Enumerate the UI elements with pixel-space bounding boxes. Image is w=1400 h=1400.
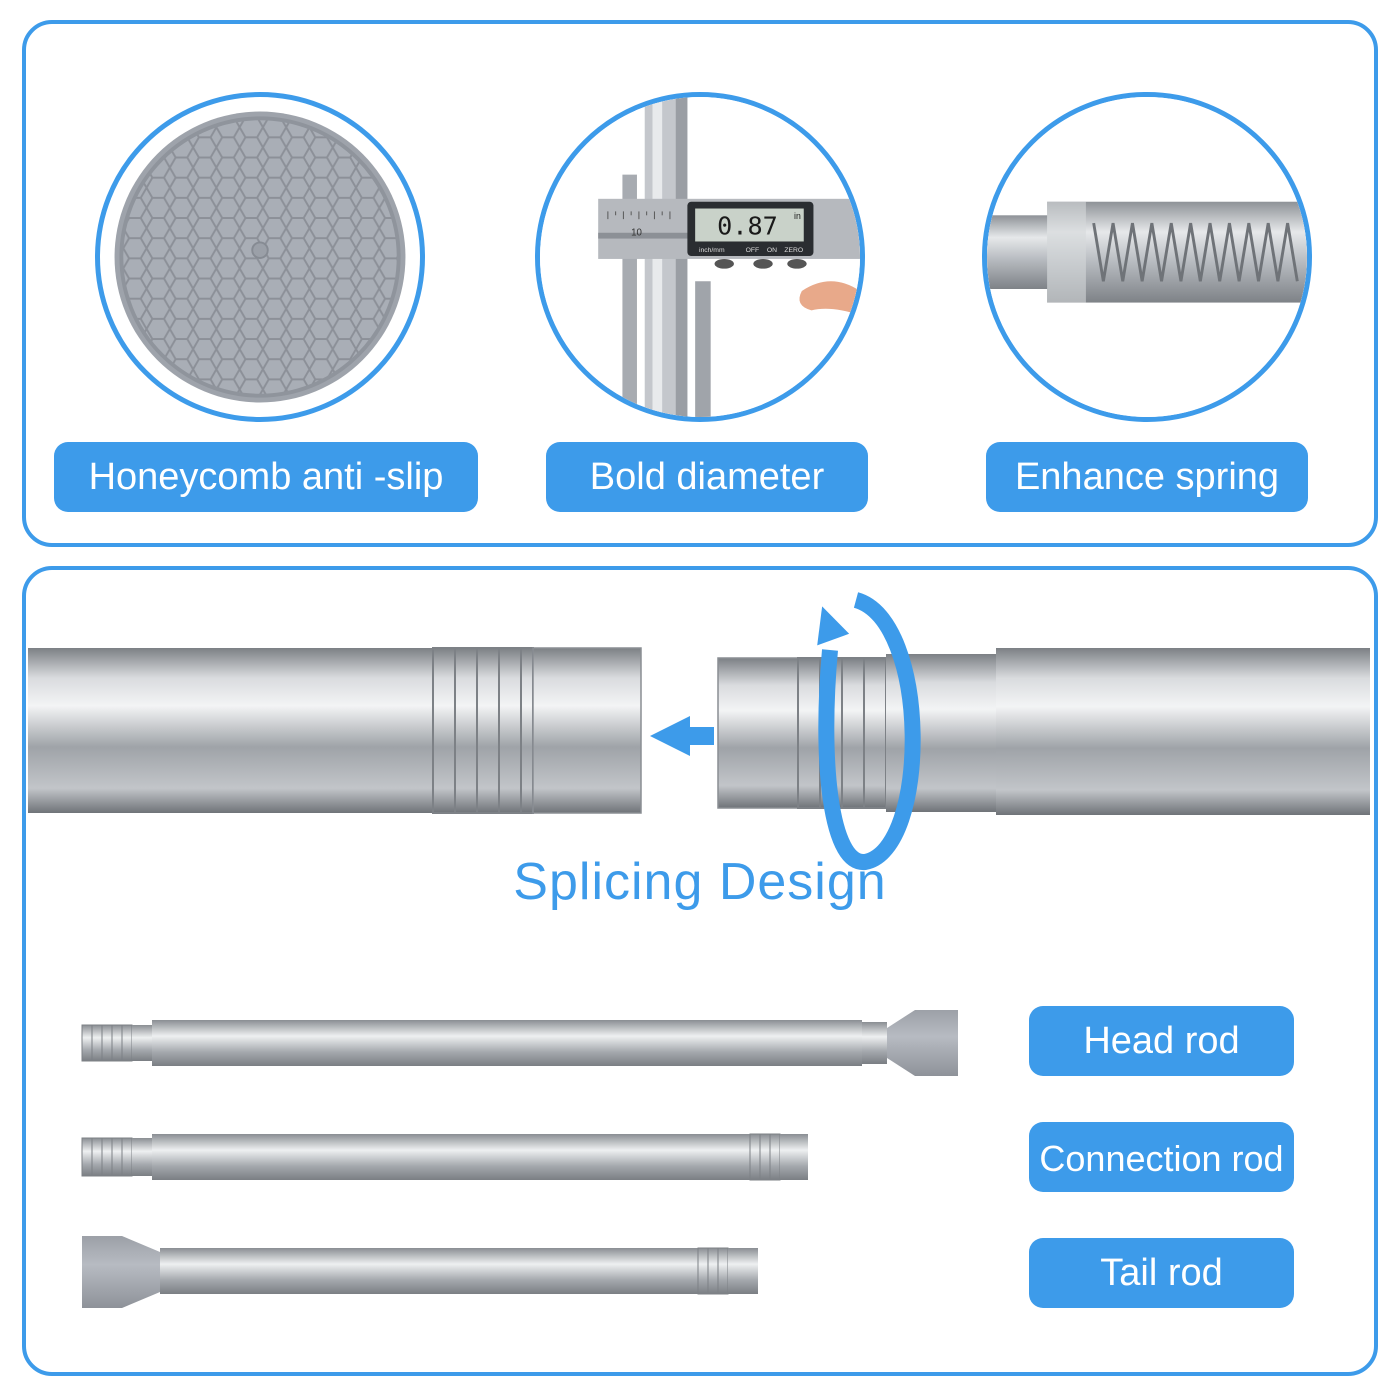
spring-icon: [982, 92, 1312, 422]
caliper-zero-label: ZERO: [784, 247, 803, 254]
honeycomb-pad-icon: [95, 92, 425, 422]
bold-diameter-label: Bold diameter: [546, 442, 868, 512]
caliper-scale-text: inch/mm: [699, 247, 725, 254]
caliper-reading: 0.87: [717, 212, 778, 241]
caliper-off-label: OFF: [746, 247, 760, 254]
enhance-spring-label: Enhance spring: [986, 442, 1308, 512]
honeycomb-label: Honeycomb anti -slip: [54, 442, 478, 512]
head-rod-label: Head rod: [1029, 1006, 1294, 1076]
splicing-title: Splicing Design: [513, 853, 887, 911]
caliper-icon: 10 0.87 in inch/mm OFF ON ZERO: [535, 92, 865, 422]
caliper-on-label: ON: [767, 247, 777, 254]
tail-rod-label: Tail rod: [1029, 1238, 1294, 1308]
caliper-tick-label: 10: [631, 228, 642, 239]
connection-rod-label: Connection rod: [1029, 1122, 1294, 1192]
caliper-unit: in: [794, 211, 801, 221]
